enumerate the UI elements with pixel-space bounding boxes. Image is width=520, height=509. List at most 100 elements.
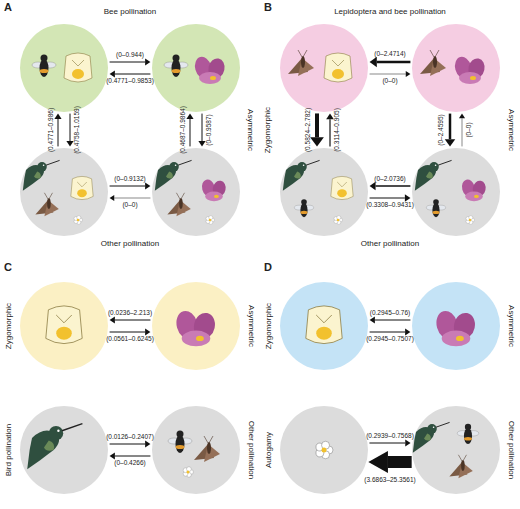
- head: [49, 426, 63, 440]
- transition-arrow: [459, 114, 465, 147]
- wing: [204, 444, 220, 462]
- nectar-guide: [214, 195, 219, 198]
- rate-label: (0.4771–0.986): [48, 108, 55, 152]
- bee-illustration: [32, 55, 56, 78]
- bee-illustration: [457, 424, 479, 444]
- bee-illustration: [294, 199, 313, 217]
- panel-heading: Other pollination: [361, 240, 419, 248]
- panel-heading: Asymmetric: [246, 109, 254, 151]
- arrow-shaft: [114, 198, 150, 199]
- state-fill: [20, 282, 108, 370]
- center: [337, 219, 340, 222]
- antenna: [298, 50, 307, 57]
- arrow-head: [326, 114, 334, 120]
- asym-illustration: [193, 55, 227, 84]
- corolla: [306, 306, 342, 344]
- nectar-guide: [470, 76, 476, 80]
- bird-illustration: [23, 160, 60, 190]
- circle-outline: [280, 406, 368, 494]
- panel-letter: C: [4, 262, 12, 273]
- transition-arrow: [110, 452, 151, 459]
- beak: [178, 160, 192, 165]
- eye: [433, 426, 435, 428]
- tiny-illustration: [334, 216, 343, 225]
- band: [172, 69, 181, 73]
- arrow-shaft: [375, 320, 411, 321]
- rate-label: (0.5824–2.782): [305, 108, 312, 152]
- arrow-head: [370, 182, 376, 190]
- arrow-shaft: [115, 74, 151, 75]
- hood: [332, 60, 344, 66]
- zygo-illustration: [46, 306, 82, 344]
- state-fill: [280, 282, 368, 370]
- arrow-head: [54, 114, 61, 119]
- arrow-shaft: [110, 444, 146, 445]
- transition-arrow: [370, 57, 411, 68]
- rate-label: (0.0126–0.2407): [106, 434, 154, 441]
- wing: [44, 200, 58, 216]
- rate-label: (0.4771–0.9853): [106, 78, 154, 85]
- body: [464, 428, 472, 444]
- bird-illustration: [155, 160, 192, 190]
- arrow-shaft: [370, 74, 406, 75]
- panel-letter: D: [264, 262, 272, 273]
- state-fill: [412, 282, 500, 370]
- petal: [199, 72, 221, 84]
- antenna: [458, 455, 466, 461]
- arrow-head: [110, 70, 115, 77]
- circle-outline: [412, 406, 500, 494]
- center: [209, 219, 212, 222]
- eye: [175, 164, 177, 166]
- corolla: [331, 176, 353, 199]
- zygo-illustration: [64, 53, 92, 82]
- state-heading: Other pollination: [507, 421, 515, 479]
- head: [301, 199, 307, 205]
- transition-arrow: [198, 114, 205, 147]
- state-circle: Autogamy: [280, 406, 368, 494]
- transition-arrow: [310, 113, 324, 146]
- arrow-shaft: [376, 185, 411, 187]
- transition-arrow: [370, 328, 411, 335]
- state-circle: [280, 24, 368, 112]
- transition-arrow: [110, 328, 151, 335]
- state-heading: Zygomorphic: [265, 303, 273, 349]
- head: [177, 431, 184, 438]
- state-circle: [152, 24, 240, 112]
- circle-outline: [20, 148, 108, 236]
- arrow-head: [145, 182, 150, 189]
- state-heading: Asymmetric: [247, 305, 255, 347]
- state-circle: [152, 148, 240, 236]
- lip: [72, 69, 84, 79]
- arrow-shaft: [115, 456, 151, 457]
- corolla: [64, 53, 92, 82]
- state-fill: [412, 24, 500, 112]
- tiny-illustration: [466, 216, 475, 225]
- wing: [458, 462, 472, 478]
- arrow-shaft: [110, 332, 146, 333]
- transition-arrow: [370, 71, 411, 77]
- arrow-head: [110, 195, 115, 201]
- band: [464, 437, 472, 441]
- circle-outline: [280, 24, 368, 112]
- rate-label: (0–2.4714): [374, 51, 405, 58]
- transition-arrow: [369, 439, 410, 446]
- nectar-guide: [456, 336, 464, 341]
- state-fill: [280, 24, 368, 112]
- eye: [303, 164, 305, 166]
- band: [40, 69, 49, 73]
- transition-arrow: [326, 114, 334, 147]
- arrow-head: [145, 58, 150, 65]
- moth-illustration: [288, 50, 314, 76]
- band: [176, 445, 185, 449]
- center: [77, 219, 80, 222]
- transition-arrow: [370, 182, 411, 190]
- asym-illustration: [460, 178, 487, 201]
- body: [207, 442, 211, 454]
- head: [429, 162, 439, 172]
- rate-label: (0–0.9587): [206, 114, 213, 145]
- panel-letter: B: [264, 2, 272, 13]
- body: [461, 460, 465, 471]
- asym-illustration: [453, 55, 487, 84]
- asym-illustration: [200, 178, 227, 201]
- wing: [430, 58, 446, 76]
